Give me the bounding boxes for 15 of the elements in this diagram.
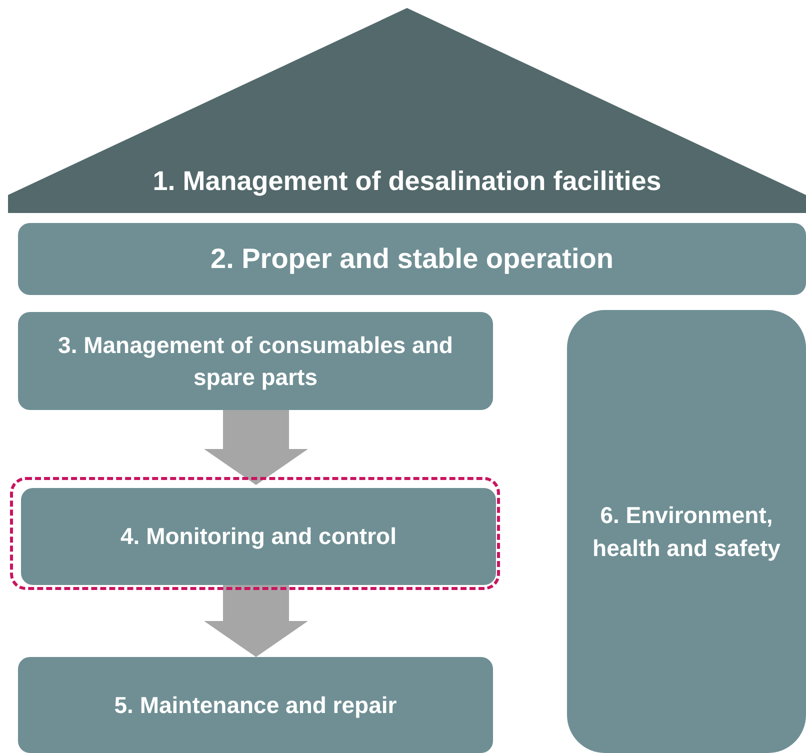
- block-arrow: [204, 410, 308, 485]
- box-label: 6. Environment, health and safety: [592, 501, 782, 563]
- process-box: [18, 223, 806, 295]
- block-arrow: [204, 582, 308, 657]
- process-box: [18, 657, 493, 753]
- box-label: 4. Monitoring and control: [120, 522, 396, 552]
- box-label: 2. Proper and stable operation: [210, 242, 614, 276]
- process-box: [18, 312, 493, 410]
- roof-shape: [8, 8, 806, 213]
- box-label: 5. Maintenance and repair: [114, 690, 397, 720]
- process-box: [567, 310, 806, 753]
- box-label: 3. Management of consumables and spare parts: [57, 330, 454, 392]
- process-box: [21, 488, 496, 585]
- highlight-outline: [10, 477, 500, 590]
- box-label: 1. Management of desalination facilities: [152, 165, 662, 198]
